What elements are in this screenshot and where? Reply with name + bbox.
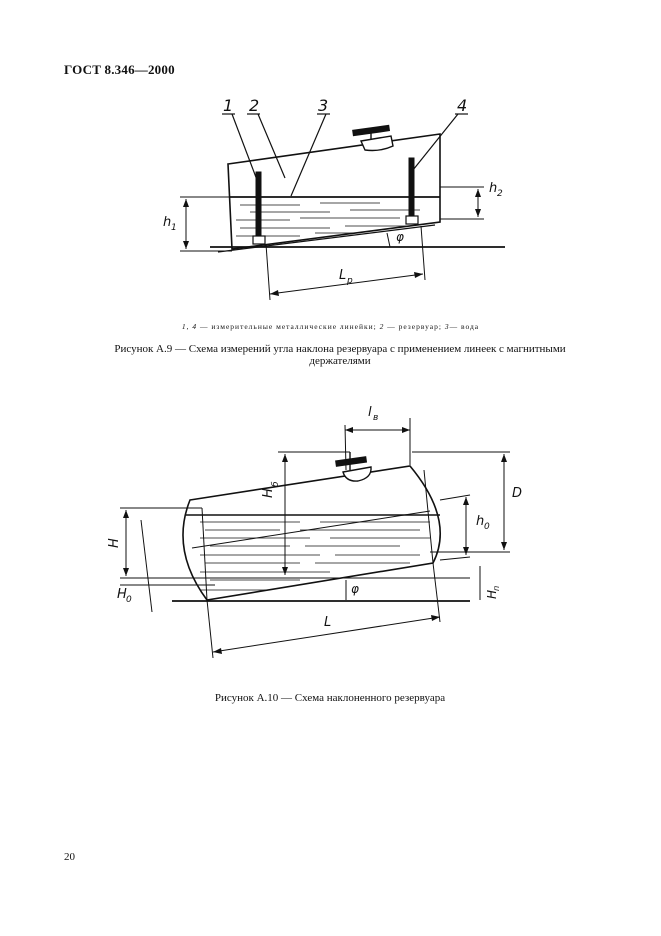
measuring-ruler-1 — [252, 171, 266, 245]
figure-a9-legend: 1, 4 — измерительные металлические линей… — [181, 322, 480, 331]
svg-text:H: H — [261, 488, 276, 498]
dimension-lines-a10 — [120, 418, 510, 659]
document-code-header: ГОСТ 8.346—2000 — [64, 62, 175, 77]
svg-text:п: п — [492, 586, 501, 591]
angle-phi-label-a9: φ — [396, 230, 404, 244]
dim-label-H0: H 0 — [117, 587, 132, 605]
figure-a9-caption: Рисунок А.9 — Схема измерений угла накло… — [114, 343, 566, 367]
dim-label-hb: H б — [261, 481, 281, 498]
dim-label-h0: h 0 — [476, 514, 490, 532]
svg-text:б: б — [271, 481, 281, 487]
dim-label-L: L — [324, 615, 331, 630]
svg-text:1: 1 — [171, 223, 177, 233]
ground-lines — [210, 224, 505, 253]
leader-lines — [222, 113, 468, 197]
callout-1: 1 — [223, 96, 233, 115]
svg-text:L: L — [339, 268, 346, 283]
inclined-tank-hatch — [335, 452, 372, 482]
dim-label-h2: h 2 — [489, 181, 503, 199]
hatch-cover — [352, 124, 394, 152]
svg-text:2: 2 — [497, 189, 503, 199]
svg-text:H: H — [485, 590, 499, 599]
page-number: 20 — [64, 851, 75, 863]
dim-label-h1: h 1 — [163, 215, 177, 233]
dim-label-h: H — [107, 538, 122, 548]
dimension-arrows — [183, 189, 481, 296]
svg-text:H: H — [117, 587, 127, 602]
dim-label-d: D — [512, 486, 522, 501]
dim-label-lp: L p — [339, 268, 353, 286]
inclined-tank-liquid — [186, 510, 440, 591]
measuring-ruler-4 — [405, 157, 419, 225]
callout-3: 3 — [318, 96, 328, 115]
svg-text:p: p — [346, 276, 353, 286]
svg-text:0: 0 — [126, 595, 132, 605]
svg-text:h: h — [489, 181, 497, 196]
dimension-arrows-a10 — [123, 427, 507, 654]
svg-text:в: в — [373, 413, 378, 423]
callout-4: 4 — [457, 96, 467, 115]
angle-phi-label-a10: φ — [351, 582, 359, 596]
svg-text:0: 0 — [484, 522, 490, 532]
svg-text:l: l — [368, 405, 372, 420]
svg-text:h: h — [163, 215, 171, 230]
dimension-lines — [180, 186, 484, 301]
dim-label-lv: l в — [368, 405, 378, 423]
callout-2: 2 — [249, 96, 259, 115]
svg-text:h: h — [476, 514, 484, 529]
water-surface — [230, 196, 440, 237]
figure-a10-caption: Рисунок А.10 — Схема наклоненного резерв… — [214, 692, 446, 704]
dim-label-hn: H п — [485, 586, 501, 599]
